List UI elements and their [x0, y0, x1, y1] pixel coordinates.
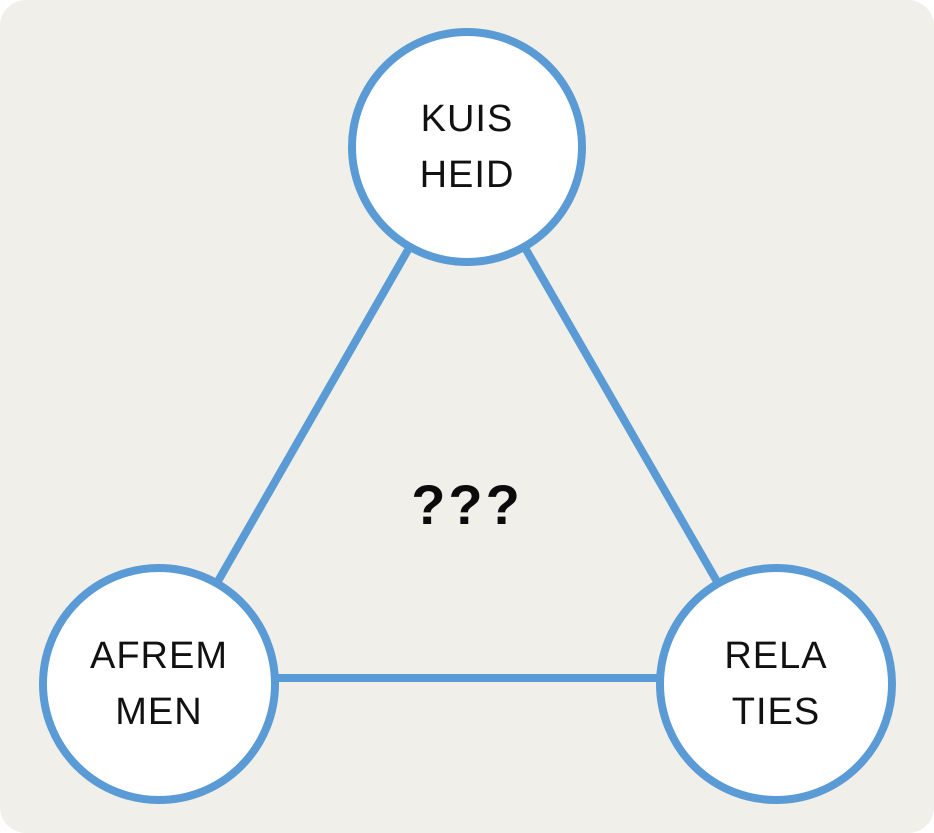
node-relaties-label-line1: RELA	[724, 635, 828, 677]
node-relaties-label-line2: TIES	[731, 691, 821, 733]
node-relaties: RELA TIES	[656, 564, 896, 804]
node-kuisheid-label-line1: KUIS	[420, 98, 514, 140]
node-kuisheid-label-line2: HEID	[419, 154, 515, 196]
node-afremmen: AFREM MEN	[39, 564, 279, 804]
node-kuisheid: KUIS HEID	[348, 28, 586, 266]
node-afremmen-label-line2: MEN	[115, 691, 203, 733]
center-question-label: ???	[411, 473, 523, 536]
node-afremmen-label-line1: AFREM	[90, 635, 228, 677]
